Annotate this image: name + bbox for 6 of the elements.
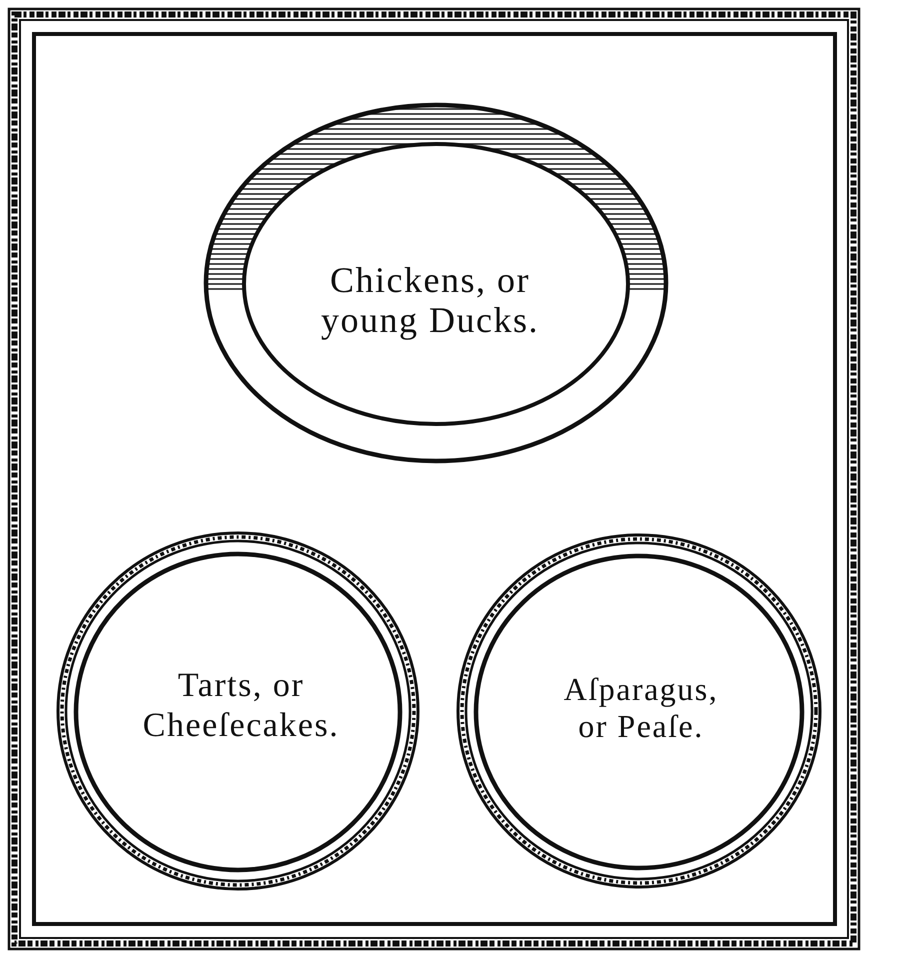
dish-label: Chickens, or young Ducks. [320, 260, 540, 340]
round-dish [56, 531, 420, 891]
dish-label: Aſparagus, or Peaſe. [562, 671, 720, 745]
oval-dish [203, 102, 669, 464]
dish-label: Tarts, or Cheeſecakes. [142, 666, 340, 746]
round-dish [456, 533, 822, 889]
